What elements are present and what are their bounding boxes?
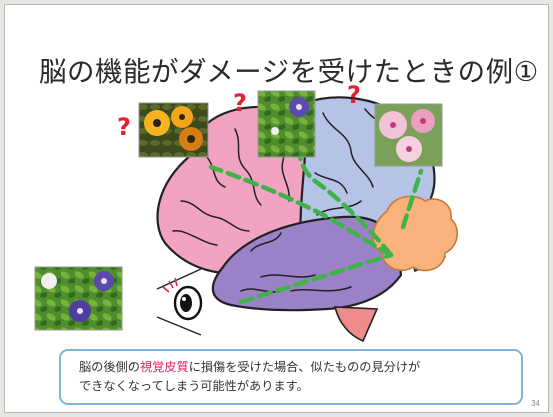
slide-title: 脳の機能がダメージを受けたときの例①: [39, 49, 539, 89]
petunia-photo: [375, 104, 442, 166]
caption-highlight: 視覚皮質: [140, 360, 189, 374]
slide: ? ? ? 脳の機能がダメージを受けたときの例① 脳の後側の視覚皮質に損傷を受け…: [4, 4, 549, 413]
page-number: 34: [531, 399, 540, 408]
question-mark-1: ?: [117, 113, 131, 141]
question-mark-2: ?: [233, 89, 247, 117]
brain-stem: [335, 307, 377, 341]
pansy-photo: [139, 103, 208, 157]
caption-suffix: に損傷を受けた場合、似たものの見分けが: [189, 360, 421, 374]
morning-glory-photo: [258, 91, 315, 157]
eye-icon: [157, 269, 201, 335]
source-flower-photo: [35, 267, 122, 330]
caption-box: 脳の後側の視覚皮質に損傷を受けた場合、似たものの見分けが できなくなってしまう可…: [59, 349, 523, 405]
caption-prefix: 脳の後側の: [79, 360, 140, 374]
caption-line-2: できなくなってしまう可能性があります。: [79, 379, 309, 393]
